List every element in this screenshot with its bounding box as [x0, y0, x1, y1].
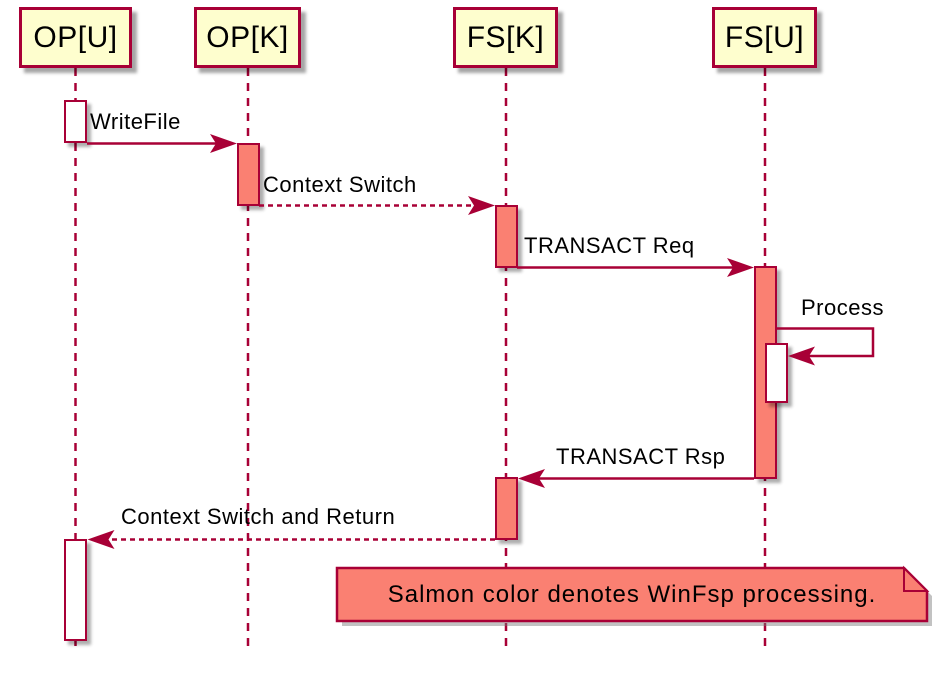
- participant-box-fs-u: FS[U]: [712, 7, 817, 68]
- activation-fs-k-1: [495, 205, 518, 268]
- message-label-context-switch: Context Switch: [263, 172, 417, 197]
- activation-op-u-1: [64, 100, 87, 143]
- activation-op-k: [237, 143, 260, 206]
- message-label-context-switch-return: Context Switch and Return: [121, 504, 396, 529]
- arrow-line-process-self: [777, 327, 875, 358]
- participant-label-fs-k: FS[K]: [466, 20, 545, 54]
- participant-label-fs-u: FS[U]: [724, 20, 805, 54]
- activation-fs-u-nested: [765, 343, 788, 403]
- arrowhead-transact-rsp: [518, 469, 545, 488]
- activation-fs-k-2: [495, 477, 518, 540]
- arrowhead-writefile: [210, 134, 237, 153]
- participant-box-fs-k: FS[K]: [453, 7, 558, 68]
- arrowhead-context-switch: [468, 196, 495, 215]
- arrowhead-context-switch-return: [87, 530, 115, 549]
- arrowhead-process: [788, 346, 815, 366]
- participant-label-op-k: OP[K]: [206, 20, 289, 54]
- message-label-transact-req: TRANSACT Req: [524, 233, 695, 258]
- participant-label-op-u: OP[U]: [33, 20, 118, 54]
- participant-box-op-u: OP[U]: [19, 7, 132, 68]
- message-label-transact-rsp: TRANSACT Rsp: [556, 444, 726, 469]
- participant-box-op-k: OP[K]: [194, 7, 301, 68]
- note-text: Salmon color denotes WinFsp processing.: [387, 580, 877, 608]
- activation-op-u-2: [64, 539, 87, 641]
- message-label-process: Process: [801, 295, 884, 320]
- message-label-writefile: WriteFile: [90, 109, 181, 134]
- arrowhead-transact-req: [727, 258, 754, 277]
